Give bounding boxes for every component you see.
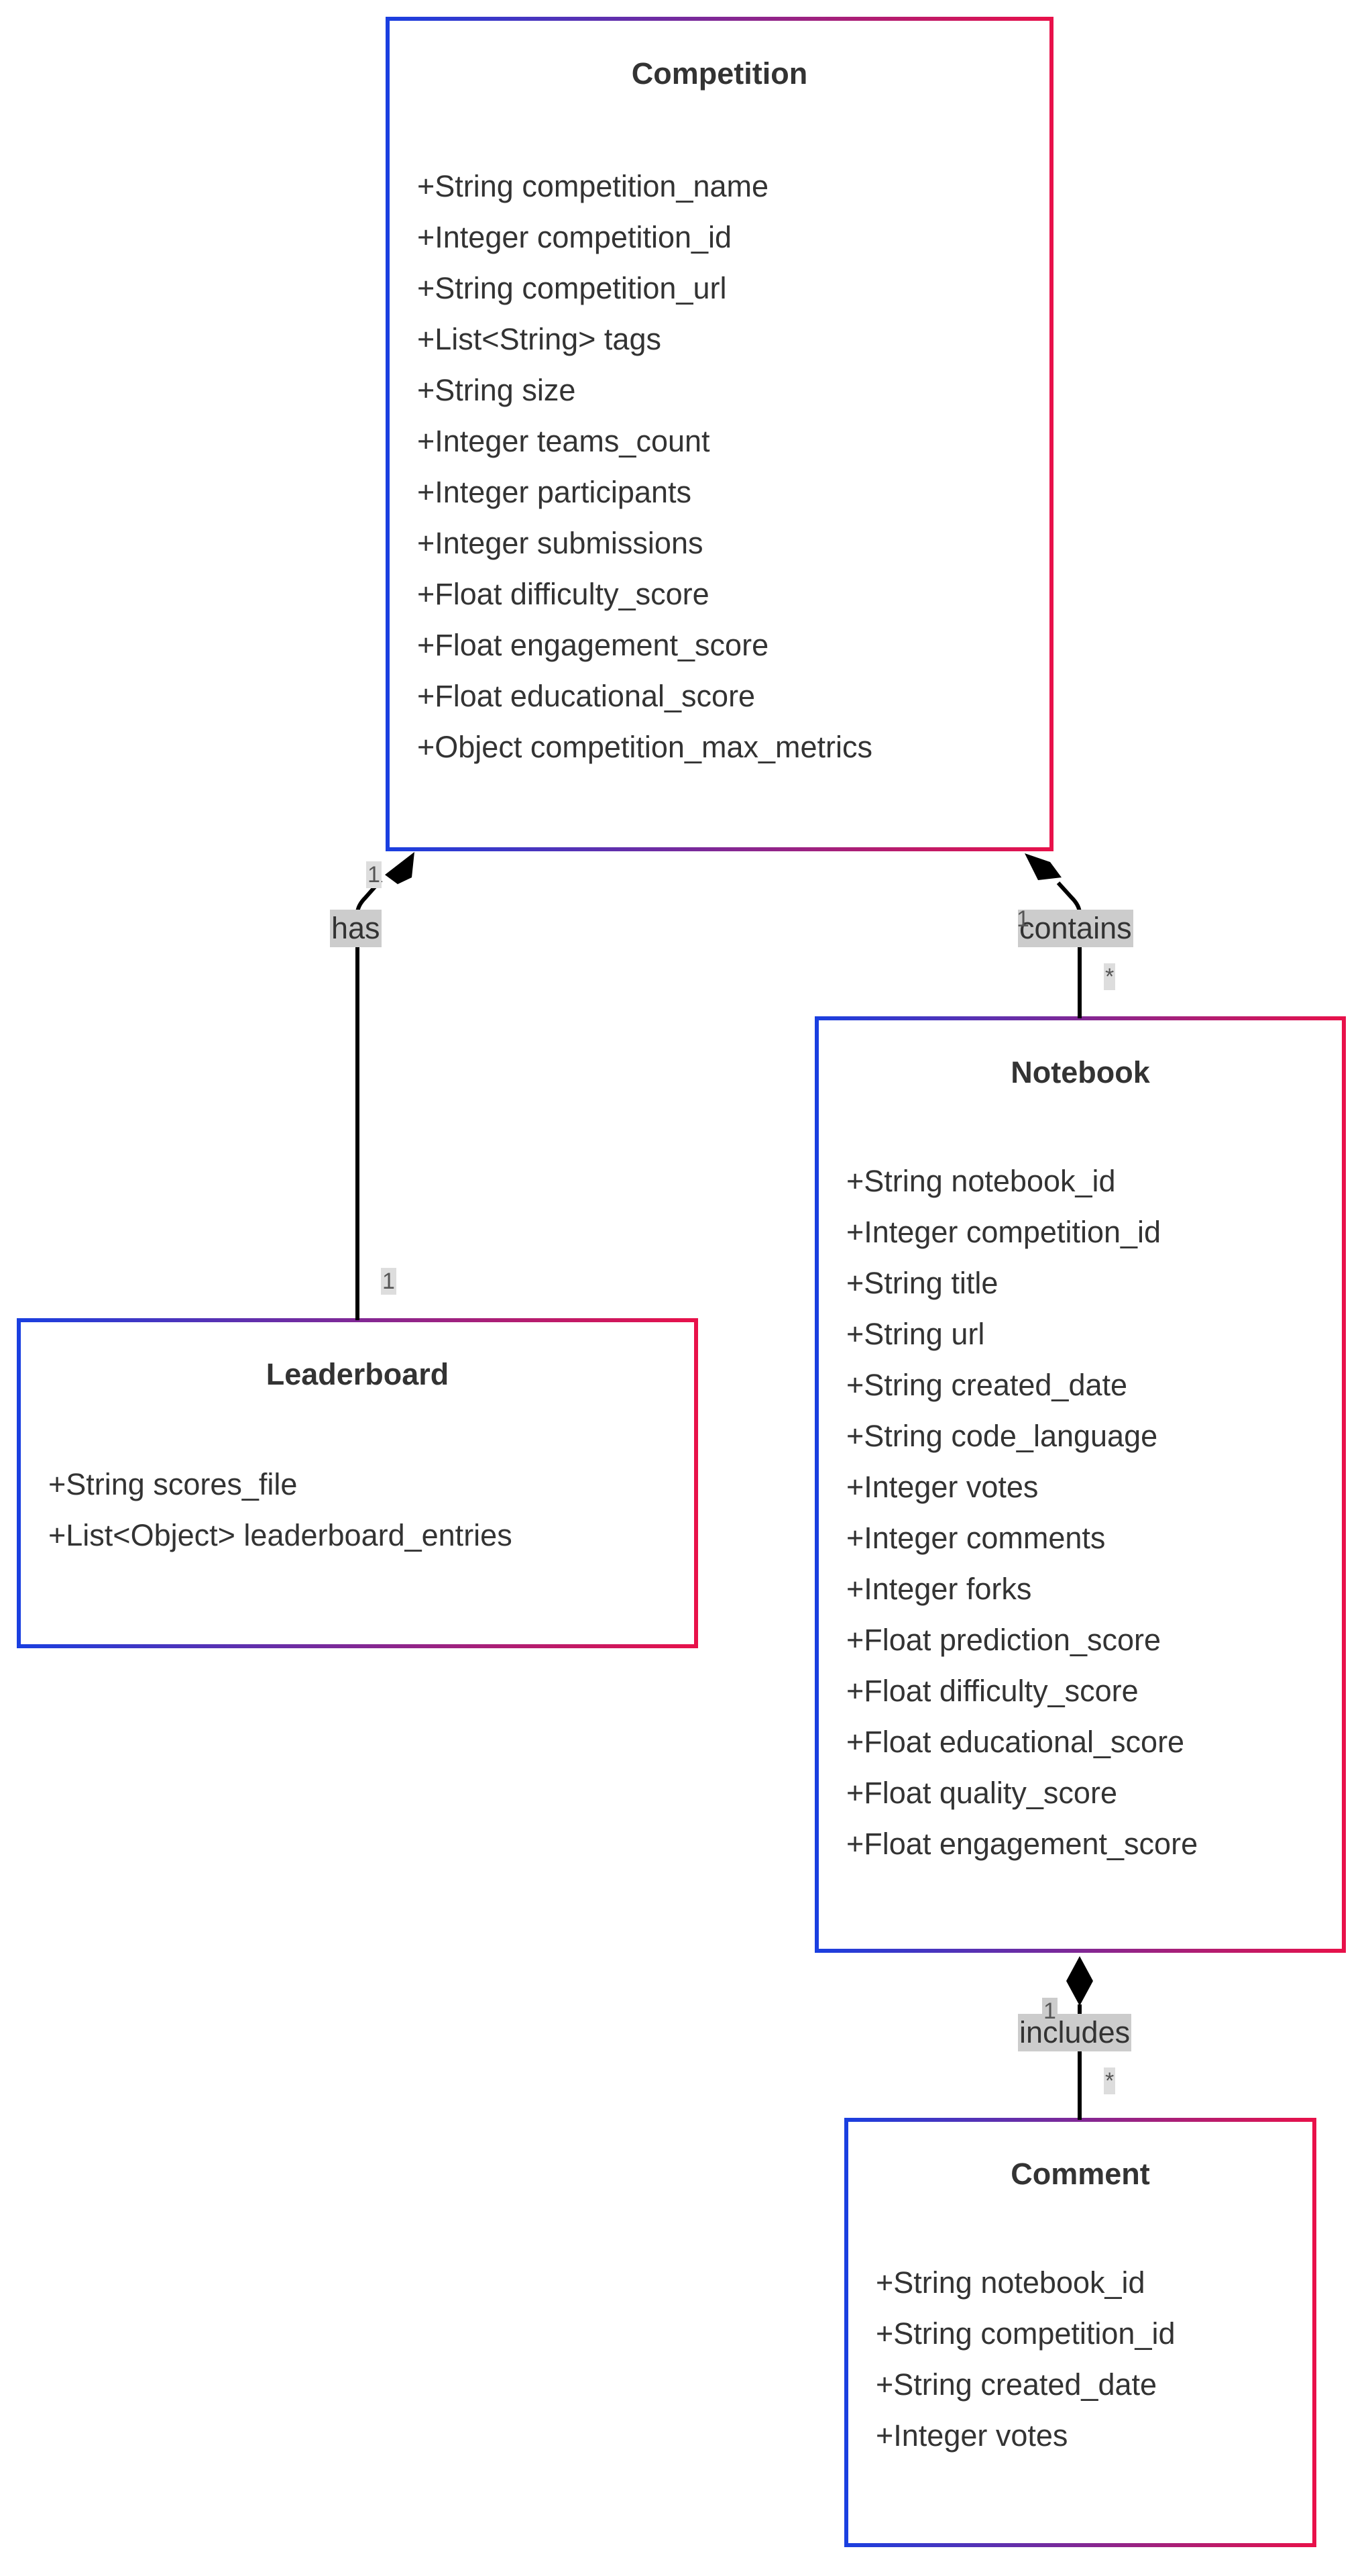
attribute-list: +String competition_name +Integer compet… bbox=[417, 170, 1038, 782]
attribute: +Integer votes bbox=[876, 2418, 1068, 2453]
class-competition: Competition +String competition_name +In… bbox=[388, 19, 1051, 849]
attribute: +String title bbox=[846, 1266, 999, 1300]
attribute: +Integer teams_count bbox=[417, 424, 710, 458]
competition-class-shape bbox=[386, 17, 1053, 851]
attribute: +String competition_name bbox=[417, 169, 769, 203]
attribute: +Float educational_score bbox=[846, 1725, 1185, 1759]
attribute: +Float prediction_score bbox=[846, 1623, 1161, 1657]
class-title: Competition bbox=[631, 56, 808, 91]
attribute: +Object competition_max_metrics bbox=[417, 730, 873, 764]
class-title: Leaderboard bbox=[266, 1357, 449, 1391]
multiplicity-label: 1 bbox=[366, 861, 382, 888]
attribute: +String competition_url bbox=[417, 271, 727, 305]
attribute: +Integer votes bbox=[846, 1470, 1039, 1504]
attribute: +Integer forks bbox=[846, 1572, 1032, 1606]
multiplicity-label: 1 bbox=[1017, 906, 1029, 932]
attribute: +Integer competition_id bbox=[846, 1215, 1161, 1249]
attribute: +String notebook_id bbox=[846, 1164, 1116, 1198]
attribute: +String notebook_id bbox=[876, 2265, 1145, 2300]
attribute: +String competition_id bbox=[876, 2316, 1176, 2351]
attribute: +String scores_file bbox=[48, 1467, 298, 1501]
composition-diamond-icon bbox=[385, 852, 414, 884]
multiplicity-label: * bbox=[1104, 963, 1116, 990]
attribute: +List<String> tags bbox=[417, 322, 661, 356]
class-title: Notebook bbox=[1011, 1055, 1150, 1089]
relation-label-includes: includes bbox=[1018, 2014, 1132, 2051]
class-comment: Comment +String notebook_id +String comp… bbox=[846, 2120, 1314, 2545]
attribute: +Float engagement_score bbox=[417, 628, 769, 662]
attribute: +Integer competition_id bbox=[417, 220, 732, 254]
attribute: +Float quality_score bbox=[846, 1776, 1117, 1810]
attribute-list: +String scores_file +List<Object> leader… bbox=[48, 1468, 683, 1570]
class-leaderboard: Leaderboard +String scores_file +List<Ob… bbox=[19, 1320, 696, 1646]
attribute: +Integer participants bbox=[417, 475, 691, 509]
composition-diamond-icon bbox=[1025, 853, 1062, 880]
multiplicity-label: * bbox=[1104, 2068, 1116, 2094]
attribute: +Float difficulty_score bbox=[417, 577, 709, 611]
attribute: +List<Object> leaderboard_entries bbox=[48, 1518, 512, 1552]
attribute: +Integer comments bbox=[846, 1521, 1106, 1555]
attribute-list: +String notebook_id +String competition_… bbox=[876, 2266, 1301, 2470]
attribute: +String created_date bbox=[876, 2367, 1157, 2402]
attribute: +String created_date bbox=[846, 1368, 1128, 1402]
class-notebook: Notebook +String notebook_id +Integer co… bbox=[817, 1018, 1344, 1951]
attribute-list: +String notebook_id +Integer competition… bbox=[846, 1165, 1330, 1878]
class-title: Comment bbox=[1011, 2157, 1150, 2191]
attribute: +String url bbox=[846, 1317, 985, 1351]
notebook-class-shape bbox=[815, 1016, 1346, 1953]
relation-label-contains: contains bbox=[1018, 910, 1133, 947]
attribute: +Float difficulty_score bbox=[846, 1674, 1139, 1708]
relation-label-has: has bbox=[330, 910, 382, 947]
attribute: +String size bbox=[417, 373, 576, 407]
composition-diamond-icon bbox=[1066, 1956, 1093, 2006]
multiplicity-label: 1 bbox=[381, 1268, 396, 1295]
attribute: +String code_language bbox=[846, 1419, 1158, 1453]
multiplicity-label: 1 bbox=[1042, 1998, 1058, 2025]
attribute: +Float educational_score bbox=[417, 679, 756, 713]
attribute: +Float engagement_score bbox=[846, 1827, 1198, 1861]
attribute: +Integer submissions bbox=[417, 526, 703, 560]
